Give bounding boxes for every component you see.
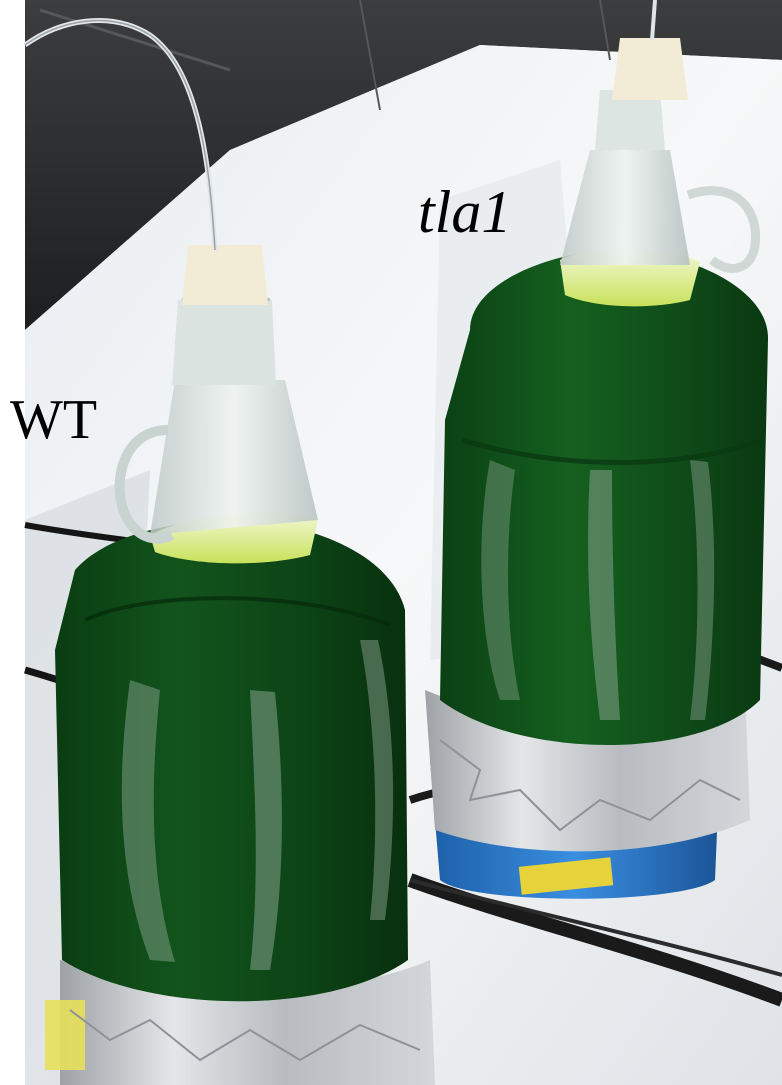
wt-label: WT — [10, 389, 98, 451]
tla1-label: tla1 — [418, 179, 512, 245]
